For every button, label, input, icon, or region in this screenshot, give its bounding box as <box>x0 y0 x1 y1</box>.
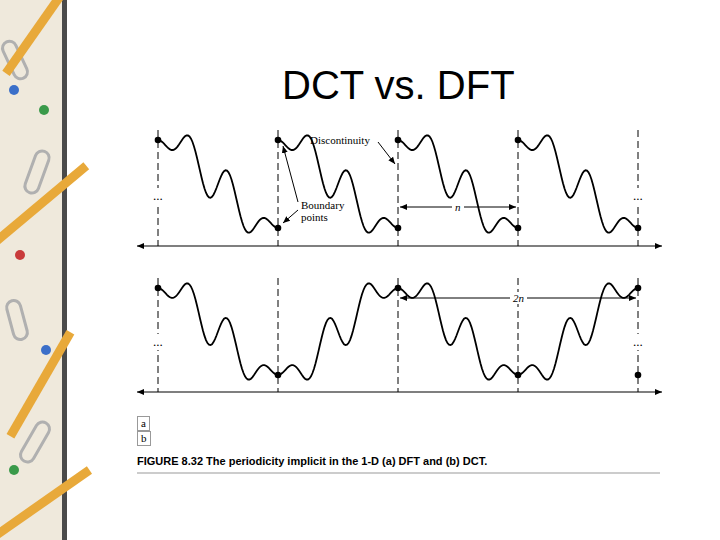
boundary-dot <box>275 225 282 232</box>
waveforms <box>158 135 638 379</box>
panel-letter: a <box>137 416 150 431</box>
waveform <box>398 135 518 232</box>
boundary-dot <box>275 137 282 144</box>
boundary-dot <box>635 225 642 232</box>
callout-label: Discontinuity <box>310 134 370 146</box>
boundary-dot <box>155 285 162 292</box>
boundary-dot <box>515 225 522 232</box>
panel-letter: b <box>137 431 151 446</box>
boundary-dot <box>635 372 642 379</box>
waveform <box>158 284 278 380</box>
callout-label: Boundary points <box>301 199 353 223</box>
boundary-dot <box>155 137 162 144</box>
ellipsis: ... <box>633 334 643 350</box>
figure-caption: FIGURE 8.32 The periodicity implicit in … <box>137 455 487 467</box>
boundary-dot <box>635 285 642 292</box>
waveform <box>278 135 398 232</box>
boundary-dot <box>395 137 402 144</box>
leader-line <box>283 146 298 202</box>
waveform <box>278 284 398 380</box>
caption-rule <box>137 473 660 474</box>
period-label: 2n <box>510 292 527 304</box>
ellipsis: ... <box>153 334 163 350</box>
period-label: n <box>452 201 464 213</box>
boundary-dot <box>395 225 402 232</box>
waveform <box>158 135 278 232</box>
leader-line <box>283 210 298 223</box>
boundary-dot <box>275 372 282 379</box>
axis <box>137 391 662 392</box>
boundary-dots <box>155 137 642 379</box>
leader-line <box>378 142 395 164</box>
sidebar-decoration <box>0 0 92 540</box>
boundary-dot <box>395 285 402 292</box>
boundary-dot <box>515 137 522 144</box>
boundary-dot <box>515 372 522 379</box>
ellipsis: ... <box>153 188 163 204</box>
ellipsis: ... <box>633 188 643 204</box>
slide-title: DCT vs. DFT <box>282 63 515 108</box>
waveform <box>518 135 638 232</box>
period-boundaries <box>158 130 638 392</box>
axis <box>137 245 662 246</box>
